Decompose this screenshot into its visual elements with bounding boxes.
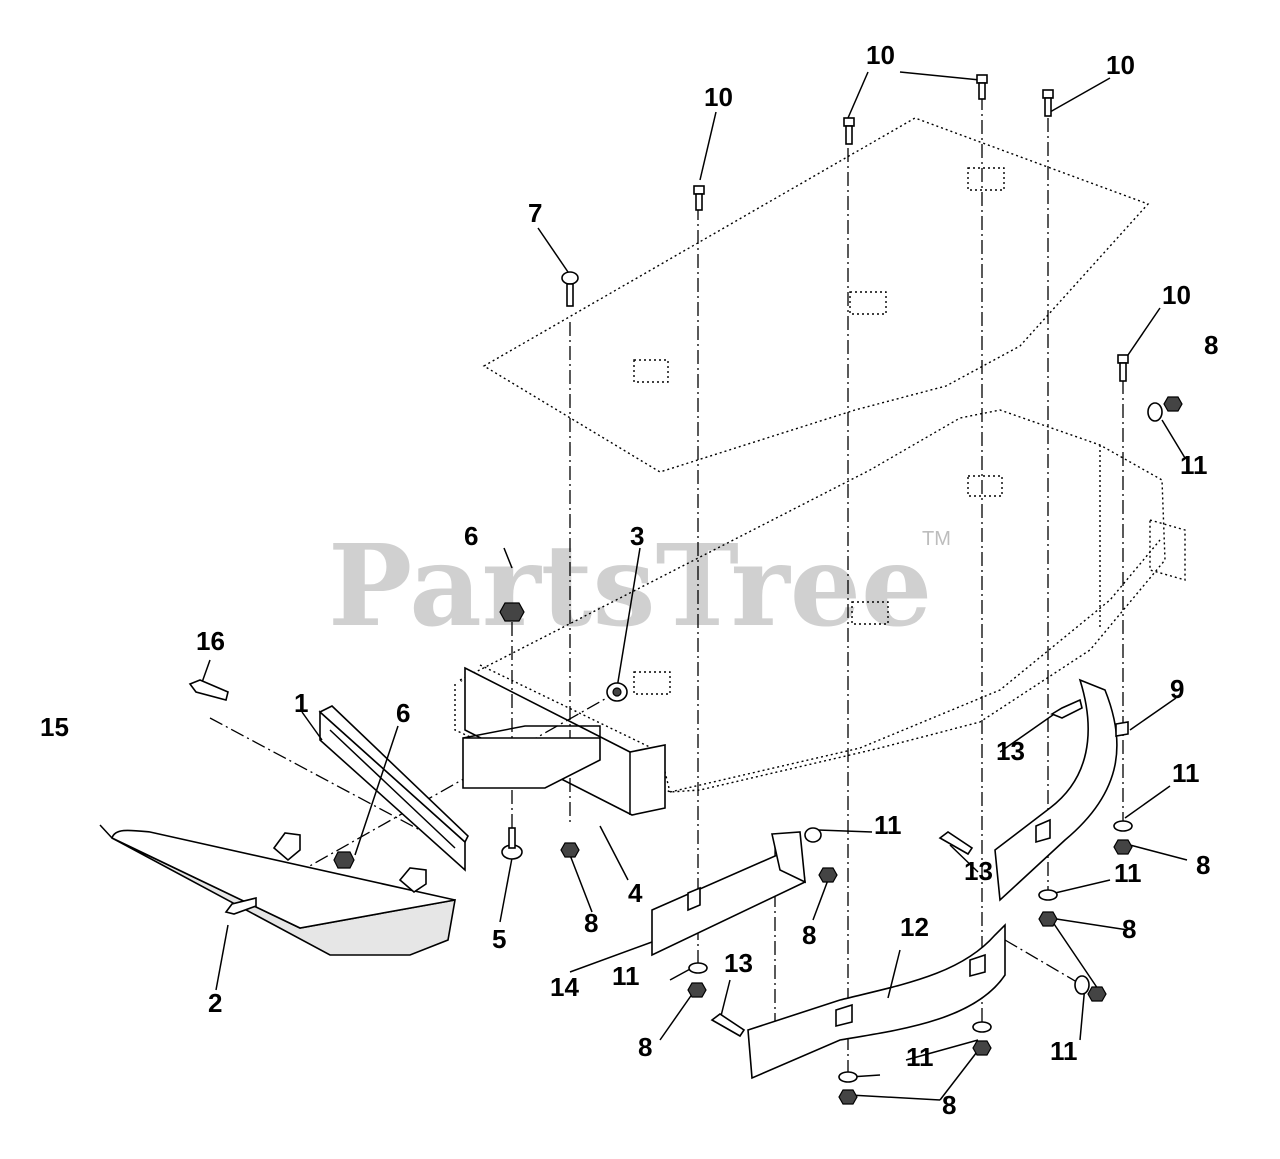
callout-15: 15 [40,712,69,742]
nut-8-b-icon [818,867,838,883]
callout-5: 5 [492,924,506,954]
nut-6-b-icon [333,851,355,869]
part-12-baffle [747,923,1006,1080]
callout-8-c: 8 [802,920,816,950]
callout-16: 16 [196,626,225,656]
bolt-16-icon [188,679,229,701]
washer-11-d-icon [1038,889,1058,901]
callout-9: 9 [1170,674,1184,704]
bolt-10-c-icon [1042,89,1054,117]
callout-10-c: 10 [704,82,733,112]
washer-11-a-icon [1147,402,1163,422]
washer-11-h-icon [1074,975,1090,995]
callout-labels: 1 2 3 4 5 6 6 7 8 8 8 8 8 8 8 9 10 10 10… [40,40,1218,1120]
callout-11-e: 11 [612,961,640,991]
bolt-13-a-icon [938,831,974,856]
hardware [188,74,1183,1105]
washer-11-g-icon [838,1071,858,1083]
part-9-baffle [994,678,1129,902]
nut-8-c-icon [687,982,707,998]
nut-8-g-icon [1113,839,1133,855]
part-4-plate [462,725,601,789]
callout-11-f: 11 [1050,1036,1078,1066]
bolt-10-b-icon [976,74,988,100]
callout-13-a: 13 [996,736,1025,766]
washer-11-f-icon [972,1021,992,1033]
nut-8-f-icon [1038,911,1058,927]
callout-6-b: 6 [396,698,410,728]
washer-11-b-icon [804,827,822,843]
callout-11-c: 11 [1172,758,1200,788]
callout-10-b: 10 [1106,50,1135,80]
washer-3-icon [606,682,628,702]
nut-8-d-icon [838,1089,858,1105]
carriage-bolt-5-icon [501,827,523,860]
nut-8-i-icon [1163,396,1183,412]
callout-13-b: 13 [964,856,993,886]
callout-8-g: 8 [942,1090,956,1120]
bolt-10-d-icon [693,185,705,211]
callout-3: 3 [630,521,644,551]
carriage-bolt-7-icon [561,271,579,307]
nut-8-a-icon [560,842,580,858]
callout-2: 2 [208,988,222,1018]
callout-8-b: 8 [584,908,598,938]
nut-8-e-icon [972,1040,992,1056]
bolt-10-e-icon [1117,354,1129,382]
callout-10-a: 10 [866,40,895,70]
nut-8-h-icon [1087,986,1107,1002]
callout-6-a: 6 [464,521,478,551]
watermark-trademark: TM [922,528,951,550]
callout-14: 14 [550,972,579,1002]
callout-11-d: 11 [1114,858,1142,888]
bolt-13-b-icon [1050,698,1083,719]
bolt-13-c-icon [710,1013,746,1038]
callout-11-b: 11 [874,810,902,840]
bolt-10-a-icon [843,117,855,145]
callout-10-d: 10 [1162,280,1191,310]
callout-8-f: 8 [638,1032,652,1062]
leader-lines [99,71,1188,1101]
callout-12: 12 [900,912,929,942]
callout-8-d: 8 [1196,850,1210,880]
callout-8-a: 8 [1204,330,1218,360]
part-15-discharge-chute [111,829,456,956]
callout-8-e: 8 [1122,914,1136,944]
callout-11-g: 11 [906,1042,934,1072]
washer-11-c-icon [1113,820,1133,832]
callout-1: 1 [294,688,308,718]
watermark: PartsTree [328,521,932,652]
callout-11-a: 11 [1180,450,1208,480]
nut-6-a-icon [499,602,525,622]
part-1-hinge-bracket [318,705,469,872]
mower-deck [454,409,1186,816]
callout-7: 7 [528,198,542,228]
bolt-2-icon [224,896,257,915]
part-14-baffle [651,831,806,957]
washer-11-e-icon [688,962,708,974]
callout-4: 4 [628,878,643,908]
top-cover-plate [482,117,1150,473]
callout-13-c: 13 [724,948,753,978]
